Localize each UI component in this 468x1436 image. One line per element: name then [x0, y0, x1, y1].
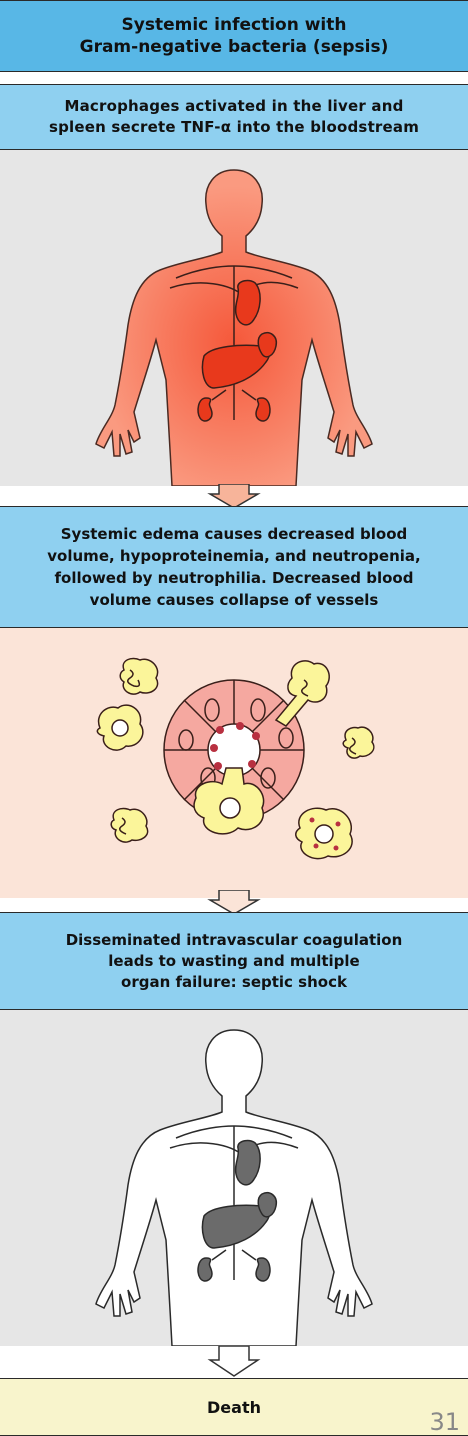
inflamed-body-illustration [95, 169, 373, 486]
arrow-down-icon [207, 1346, 261, 1377]
septic-shock-body-panel [0, 1010, 468, 1346]
page-number: 31 [429, 1408, 460, 1436]
spleen-icon [257, 332, 278, 358]
neutrophil-cells [96, 657, 375, 860]
step2-text: Systemic edema causes decreased blood vo… [47, 525, 421, 609]
step-macrophage-activation: Macrophages activated in the liver and s… [0, 84, 468, 150]
liver-icon [201, 1204, 271, 1249]
step1-text: Macrophages activated in the liver and s… [48, 97, 420, 136]
step3-text: Disseminated intravascular coagulation l… [65, 930, 403, 991]
arrow-down-icon [207, 890, 261, 915]
blood-vessel-cross-section [163, 679, 305, 821]
heart-icon [234, 279, 261, 326]
vessel-collapse-panel [0, 628, 468, 898]
step-septic-shock: Disseminated intravascular coagulation l… [0, 912, 468, 1010]
vessels [169, 265, 299, 420]
title-text: Systemic infection with Gram-negative ba… [79, 15, 389, 57]
platelets [210, 722, 260, 770]
kidney-icons [197, 397, 271, 422]
granules [309, 817, 341, 851]
step-systemic-edema: Systemic edema causes decreased blood vo… [0, 506, 468, 628]
vessel-cross-section-illustration [96, 657, 375, 860]
arrow-down-icon [207, 484, 261, 509]
liver-icon [201, 344, 271, 389]
heart-icon [234, 1139, 261, 1186]
outcome-death: Death [0, 1378, 468, 1436]
diagram-title: Systemic infection with Gram-negative ba… [0, 0, 468, 72]
kidney-icons [197, 1257, 271, 1282]
spleen-icon [257, 1192, 278, 1218]
inflamed-body-panel [0, 150, 468, 486]
outcome-text: Death [207, 1397, 261, 1417]
pale-body-illustration [95, 1029, 373, 1346]
